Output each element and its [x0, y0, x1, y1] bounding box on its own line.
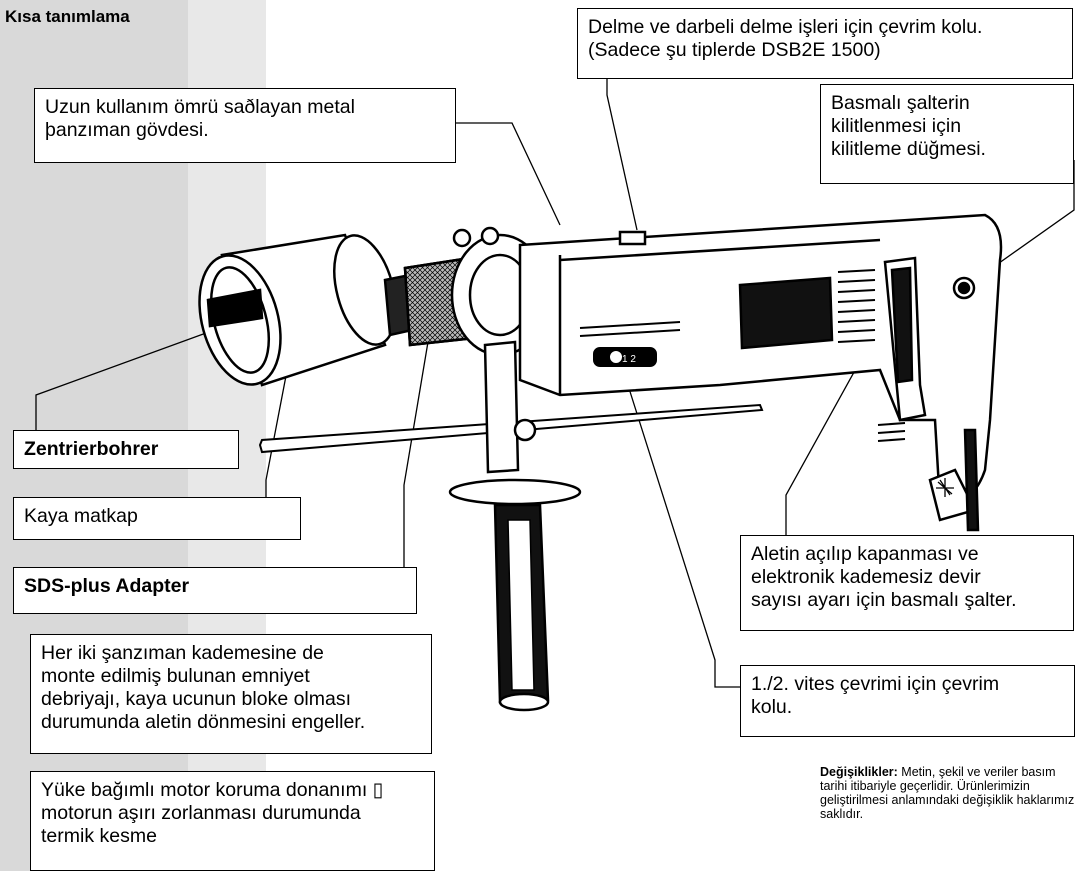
callout-core-bit: Kaya matkap [13, 497, 301, 540]
callout-clutch: Her iki şanzıman kademesine de monte edi… [30, 634, 432, 754]
leader-gear-switch [619, 359, 740, 688]
footnote: Değişiklikler: Metin, şekil ve veriler b… [820, 765, 1080, 821]
side-handle [448, 340, 582, 712]
callout-centering-bit: Zentrierbohrer [13, 430, 239, 469]
gear-selector: 1 2 [579, 321, 681, 367]
footnote-label: Değişiklikler: [820, 765, 898, 779]
leader-sds-adapter [403, 329, 431, 567]
callout-gearbox: Uzun kullanım ömrü saðlayan metal þanzım… [34, 88, 456, 163]
callout-sds-adapter: SDS-plus Adapter [13, 567, 417, 614]
leader-gearbox [455, 122, 561, 226]
leader-core-bit [265, 354, 291, 497]
leader-lines [35, 78, 1075, 688]
callout-motor-protection: Yüke bağımlı motor koruma donanımı ▯ mot… [30, 771, 435, 871]
callout-gear-switch: 1./2. vites çevrimi için çevrim kolu. [740, 665, 1075, 737]
callout-mode-lever: Delme ve darbeli delme işleri için çevri… [577, 8, 1073, 79]
footnote-text: Metin, şekil ve veriler basım tarihi iti… [820, 765, 1075, 821]
drill-body [518, 213, 1003, 532]
core-bit [198, 233, 397, 387]
gear-dial-label: 1 2 [622, 354, 636, 365]
callout-trigger: Aletin açılıp kapanması ve elektronik ka… [740, 535, 1074, 631]
leader-lock-button [967, 160, 1075, 286]
leader-mode-lever [606, 78, 638, 231]
callout-lock-button: Basmalı şalterin kilitlenmesi için kilit… [820, 84, 1074, 184]
leader-centering-bit [35, 324, 229, 430]
page-title: Kısa tanımlama [5, 7, 130, 26]
